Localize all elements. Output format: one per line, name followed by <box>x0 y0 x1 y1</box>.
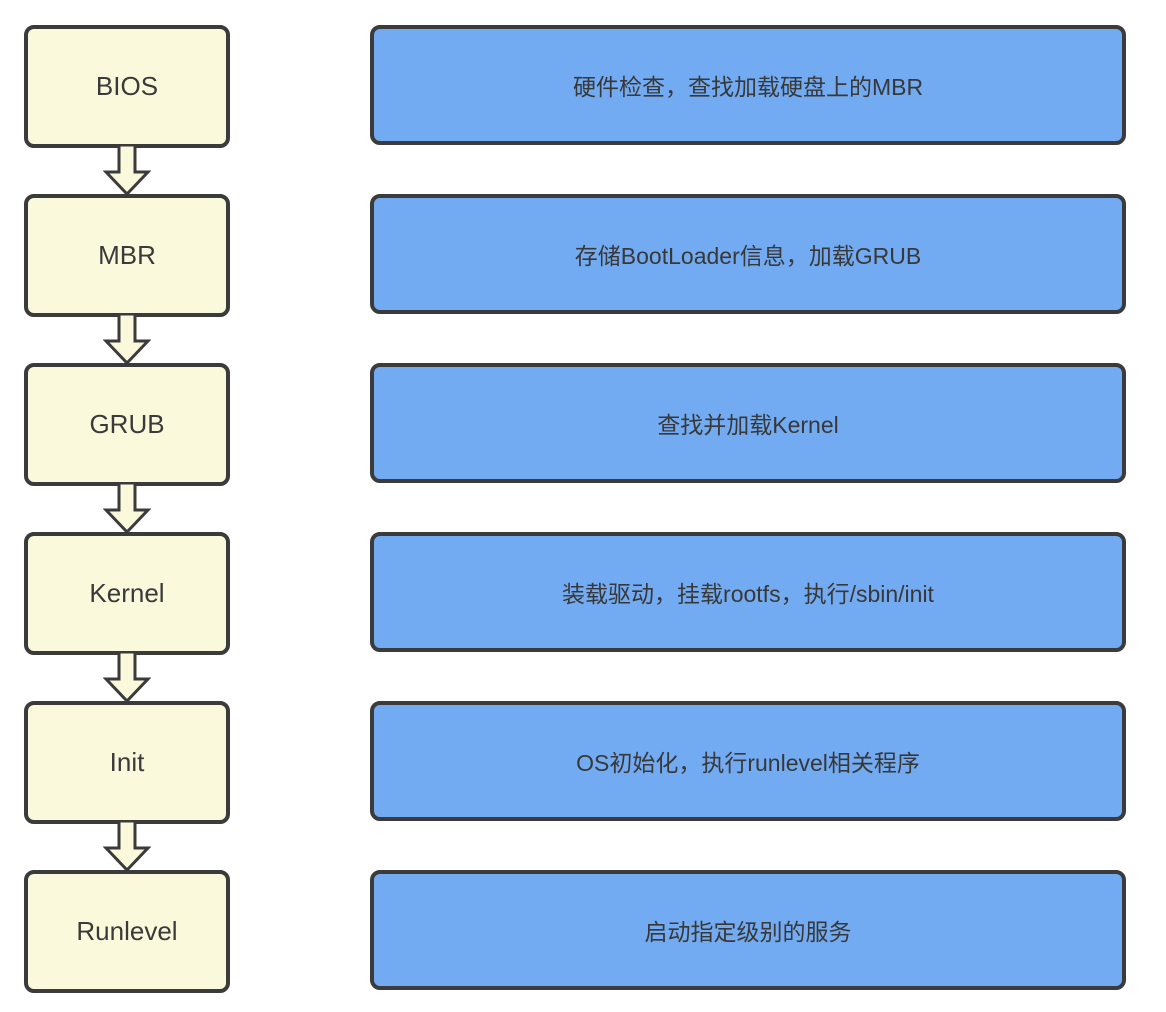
node-label: Init <box>109 747 145 777</box>
node-label: MBR <box>98 240 156 270</box>
flow-row-init: Init OS初始化，执行runlevel相关程序 <box>24 701 1126 872</box>
desc-grub: 查找并加载Kernel <box>370 363 1126 483</box>
node-kernel: Kernel <box>24 532 230 655</box>
arrow-down-icon <box>103 482 151 534</box>
node-grub: GRUB <box>24 363 230 486</box>
flow-row-grub: GRUB 查找并加载Kernel <box>24 363 1126 534</box>
desc-label: 硬件检查，查找加载硬盘上的MBR <box>572 74 924 100</box>
desc-bios: 硬件检查，查找加载硬盘上的MBR <box>370 25 1126 145</box>
arrow-down-icon <box>103 313 151 365</box>
arrow-down-icon <box>103 144 151 196</box>
flow-row-bios: BIOS 硬件检查，查找加载硬盘上的MBR <box>24 25 1126 196</box>
arrow-down-icon <box>103 820 151 872</box>
node-label: Kernel <box>89 578 165 608</box>
arrow-down-icon <box>103 651 151 703</box>
flow-row-runlevel: Runlevel 启动指定级别的服务 <box>24 870 1126 993</box>
node-label: GRUB <box>89 409 165 439</box>
desc-label: 装载驱动，挂载rootfs，执行/sbin/init <box>562 581 934 607</box>
desc-kernel: 装载驱动，挂载rootfs，执行/sbin/init <box>370 532 1126 652</box>
node-runlevel: Runlevel <box>24 870 230 993</box>
flowchart: BIOS 硬件检查，查找加载硬盘上的MBR MBR 存储BootLoader信息… <box>24 25 1126 993</box>
desc-mbr: 存储BootLoader信息，加载GRUB <box>370 194 1126 314</box>
desc-label: OS初始化，执行runlevel相关程序 <box>576 750 920 776</box>
desc-label: 启动指定级别的服务 <box>644 919 852 945</box>
node-bios: BIOS <box>24 25 230 148</box>
flow-row-kernel: Kernel 装载驱动，挂载rootfs，执行/sbin/init <box>24 532 1126 703</box>
node-label: BIOS <box>95 71 159 101</box>
node-mbr: MBR <box>24 194 230 317</box>
flow-row-mbr: MBR 存储BootLoader信息，加载GRUB <box>24 194 1126 365</box>
desc-init: OS初始化，执行runlevel相关程序 <box>370 701 1126 821</box>
desc-label: 查找并加载Kernel <box>657 412 839 438</box>
node-init: Init <box>24 701 230 824</box>
desc-label: 存储BootLoader信息，加载GRUB <box>574 243 922 269</box>
node-label: Runlevel <box>76 916 178 946</box>
desc-runlevel: 启动指定级别的服务 <box>370 870 1126 990</box>
